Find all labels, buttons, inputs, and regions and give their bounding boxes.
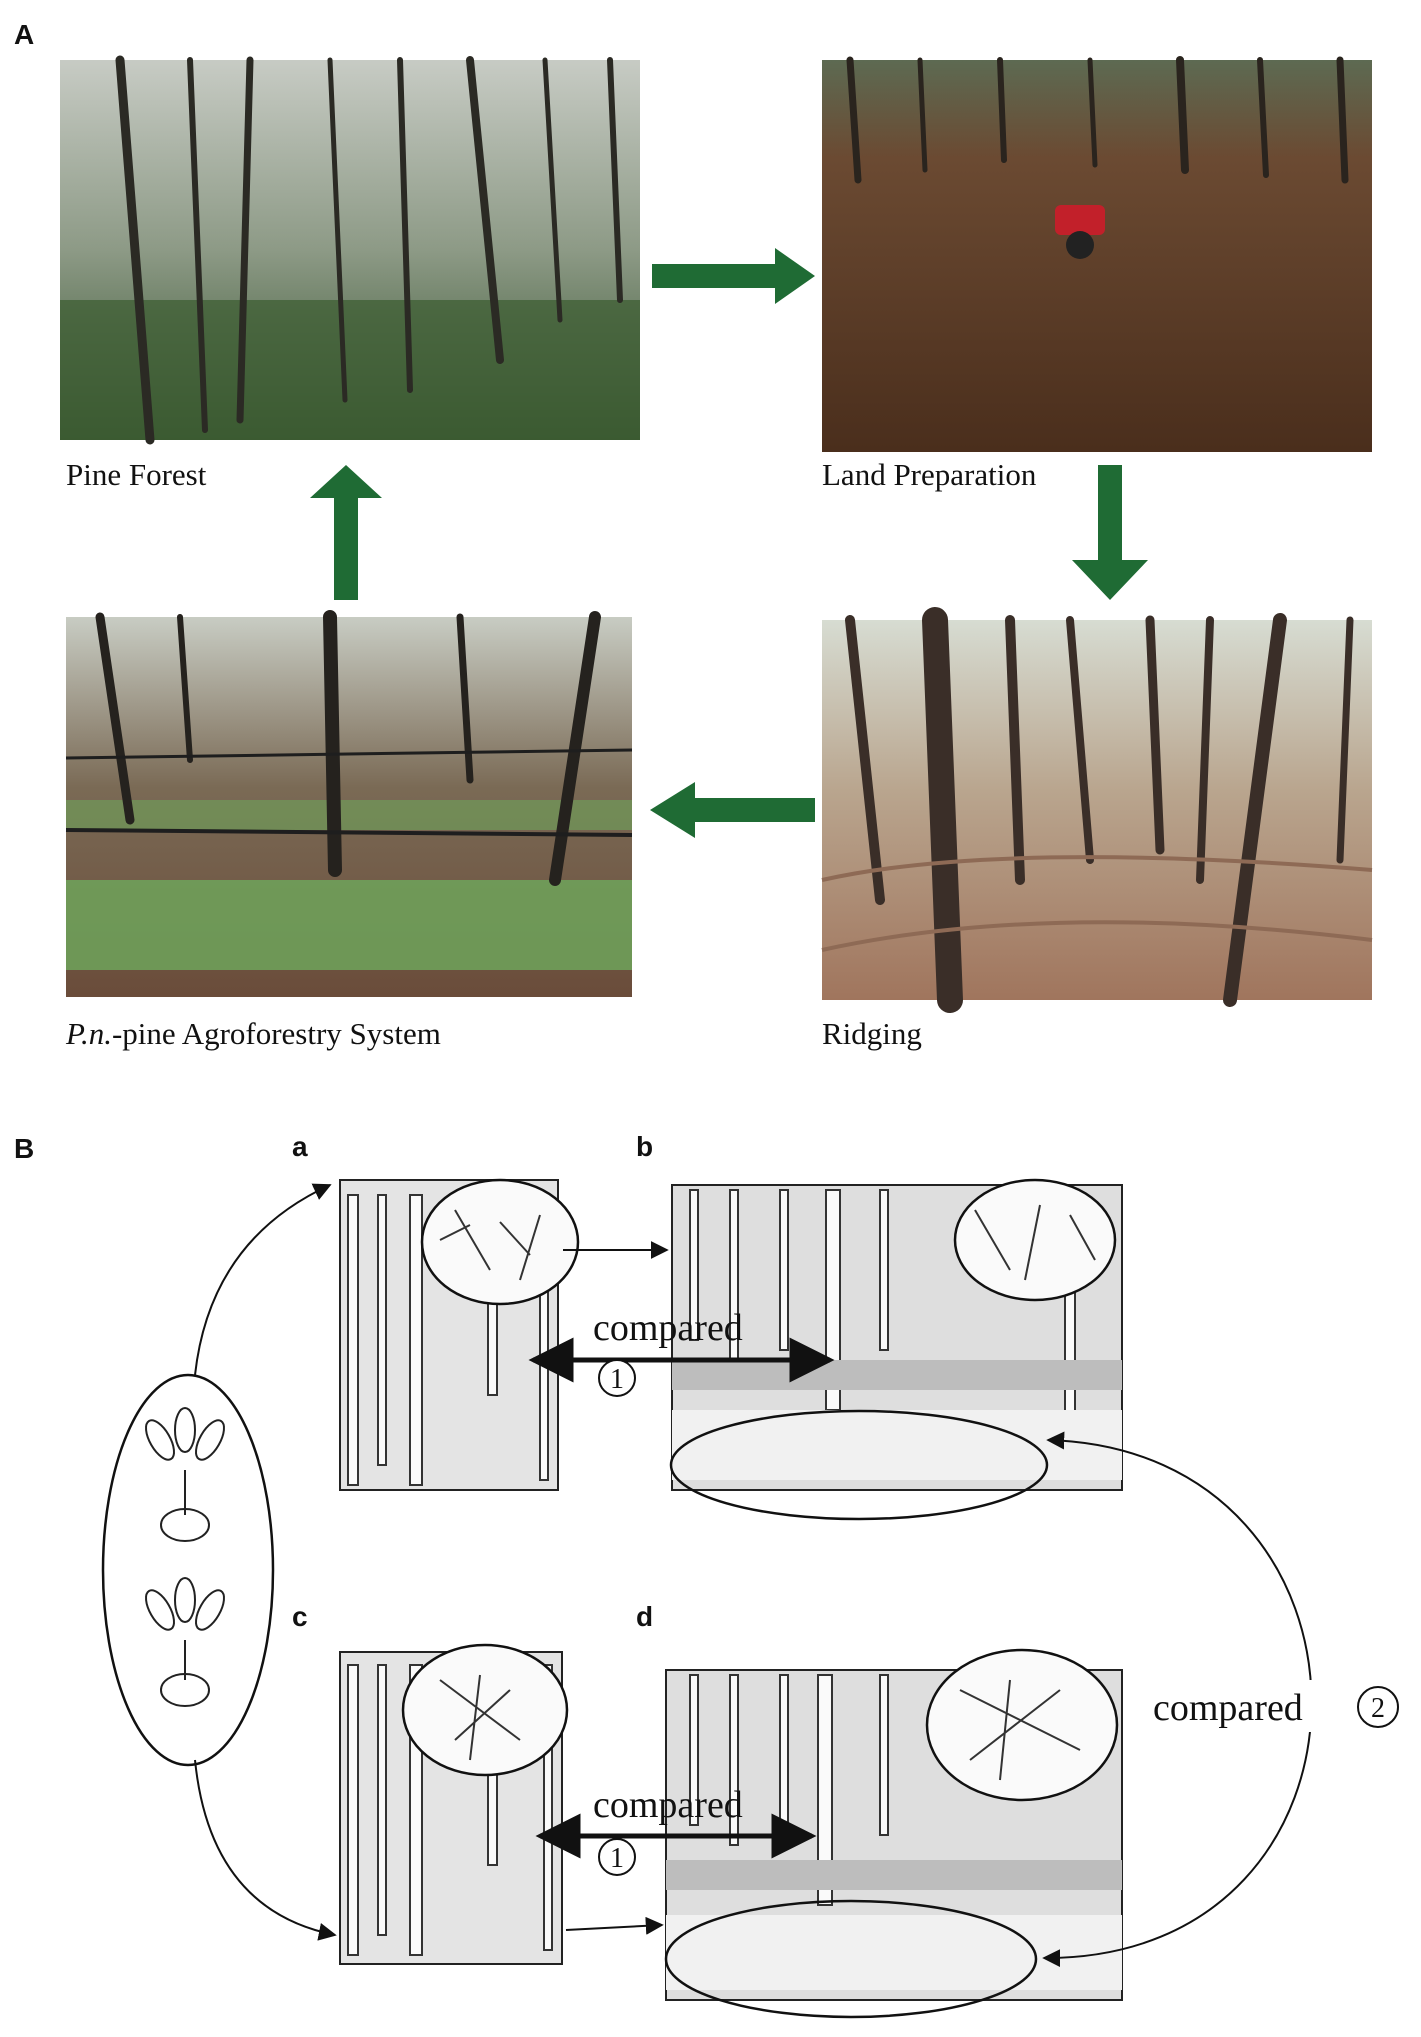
circle-number-1b	[598, 1838, 636, 1876]
caption-agroforestry: P.n.-pine Agroforestry System	[65, 1016, 441, 1051]
num-1-cd: 1	[610, 1843, 624, 1874]
arrow-up	[310, 465, 382, 600]
sublabel-b: b	[636, 1131, 653, 1162]
num-2: 2	[1371, 1693, 1385, 1724]
arrow-left	[650, 782, 815, 838]
panax-plant-icon	[145, 1407, 225, 1542]
sketch-c	[339, 1643, 569, 1965]
compared-label-3: compared	[1153, 1687, 1303, 1729]
sketch-b	[669, 1178, 1123, 1521]
photo-ridging	[821, 607, 1373, 1013]
panel-label-a: A	[14, 19, 34, 50]
panel-label-b: B	[14, 1133, 34, 1164]
panax-plant-icon	[145, 1577, 225, 1707]
circle-number-2	[1357, 1686, 1399, 1728]
caption-agroforestry-italic: P.n.	[65, 1016, 112, 1051]
caption-agroforestry-rest: -pine Agroforestry System	[112, 1016, 441, 1051]
photo-pine-forest	[60, 55, 640, 445]
circle-number-1	[598, 1359, 636, 1397]
compared-label-1: compared	[593, 1307, 743, 1349]
compared-label-2: compared	[593, 1784, 743, 1826]
sketch-a	[339, 1178, 580, 1491]
arrow-to-a	[194, 1183, 332, 1376]
num-1-ab: 1	[610, 1364, 624, 1395]
arrow-right	[652, 248, 815, 304]
photo-agroforestry	[65, 610, 633, 997]
plant-ellipse	[101, 1373, 275, 1767]
sublabel-a: a	[292, 1131, 308, 1162]
sublabel-c: c	[292, 1601, 308, 1632]
arrow-c-to-d	[565, 1916, 664, 1935]
caption-pine-forest: Pine Forest	[66, 457, 207, 492]
compared-bg	[1150, 1680, 1326, 1732]
sublabel-d: d	[636, 1601, 653, 1632]
caption-ridging: Ridging	[822, 1016, 922, 1051]
caption-land-preparation: Land Preparation	[822, 457, 1037, 492]
photo-land-preparation	[822, 56, 1372, 452]
arrow-down	[1072, 465, 1148, 600]
arrow-to-c	[194, 1759, 337, 1941]
